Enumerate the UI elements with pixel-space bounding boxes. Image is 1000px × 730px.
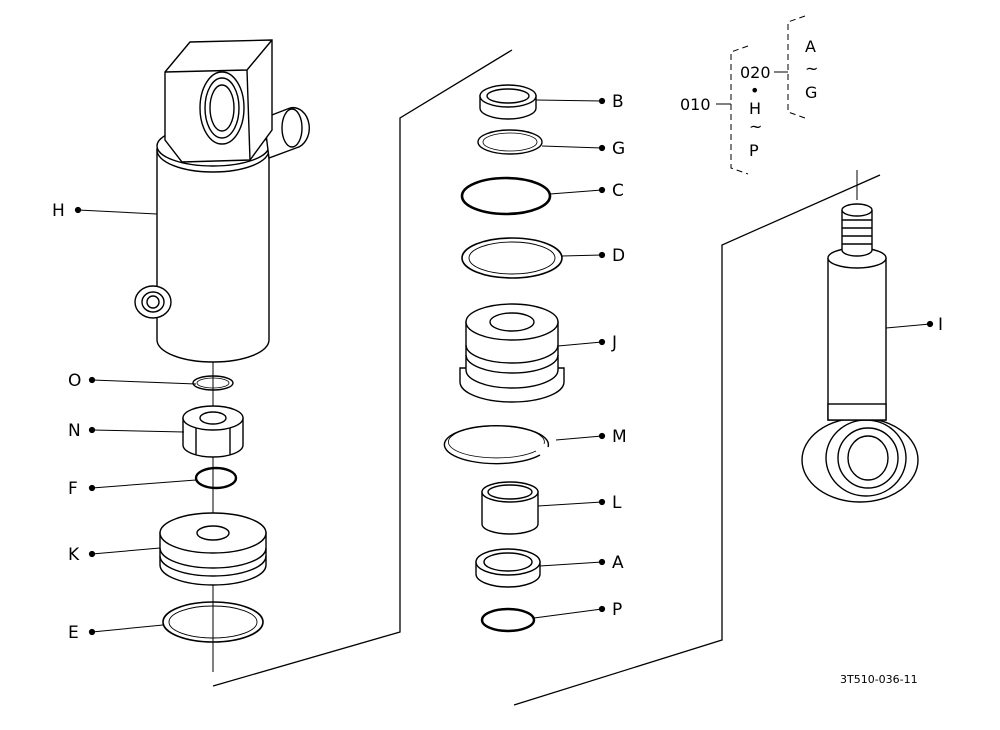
part-labels: H O N F K E B G C D J M L A P I	[52, 92, 943, 643]
part-c-oring	[460, 176, 552, 216]
part-e-ring	[162, 601, 264, 643]
cylinder-tube-part-h	[134, 39, 310, 363]
key-group1-start: H	[749, 99, 761, 118]
label-b: B	[612, 92, 624, 112]
part-j-rod-guide	[459, 303, 565, 403]
label-d: D	[612, 246, 625, 266]
key-group2-end: G	[805, 83, 817, 102]
part-o-ring-inner	[196, 377, 230, 389]
part-d-ring-inner	[468, 241, 556, 275]
key-level1-code: 010	[680, 95, 711, 114]
label-i: I	[938, 315, 943, 335]
key-group2-start: A	[805, 37, 816, 56]
label-l: L	[612, 493, 622, 513]
label-m: M	[612, 427, 627, 447]
key-group2-tilde: ~	[805, 59, 818, 78]
label-e: E	[68, 623, 79, 643]
label-f: F	[68, 479, 78, 499]
key-connectors	[716, 71, 788, 105]
part-m-snap-ring-inner	[448, 425, 545, 459]
label-a: A	[612, 553, 624, 573]
section-boundaries	[212, 49, 881, 706]
label-h: H	[52, 201, 65, 221]
key-brackets	[730, 15, 806, 175]
part-p-oring	[480, 607, 536, 633]
part-n-nut	[182, 405, 244, 458]
assembly-key: 010 020 • H ~ P A ~ G	[680, 15, 818, 175]
key-group1-tilde: ~	[749, 117, 762, 136]
label-n: N	[68, 421, 81, 441]
part-d-ring	[461, 237, 563, 279]
label-g: G	[612, 139, 625, 159]
part-o-ring	[192, 375, 234, 391]
label-o: O	[68, 371, 81, 391]
label-k: K	[68, 545, 80, 565]
part-a-seal	[475, 548, 541, 588]
part-f-oring	[194, 466, 238, 490]
key-dot: •	[750, 81, 759, 100]
part-g-ring	[477, 129, 543, 155]
label-j: J	[611, 333, 617, 353]
key-group1-end: P	[749, 141, 759, 160]
leader-lines	[74, 97, 934, 636]
part-i-piston-rod	[801, 203, 919, 503]
part-e-ring-inner	[168, 605, 258, 639]
part-b-wiper	[479, 84, 537, 120]
label-p: P	[612, 600, 622, 620]
part-l-bushing	[481, 481, 539, 535]
part-g-ring-inner	[482, 132, 538, 152]
part-m-snap-ring	[443, 424, 550, 465]
part-k-piston	[159, 512, 267, 586]
drawing-code: 3T510-036-11	[840, 673, 918, 686]
key-level2-code: 020	[740, 63, 771, 82]
label-c: C	[612, 181, 624, 201]
